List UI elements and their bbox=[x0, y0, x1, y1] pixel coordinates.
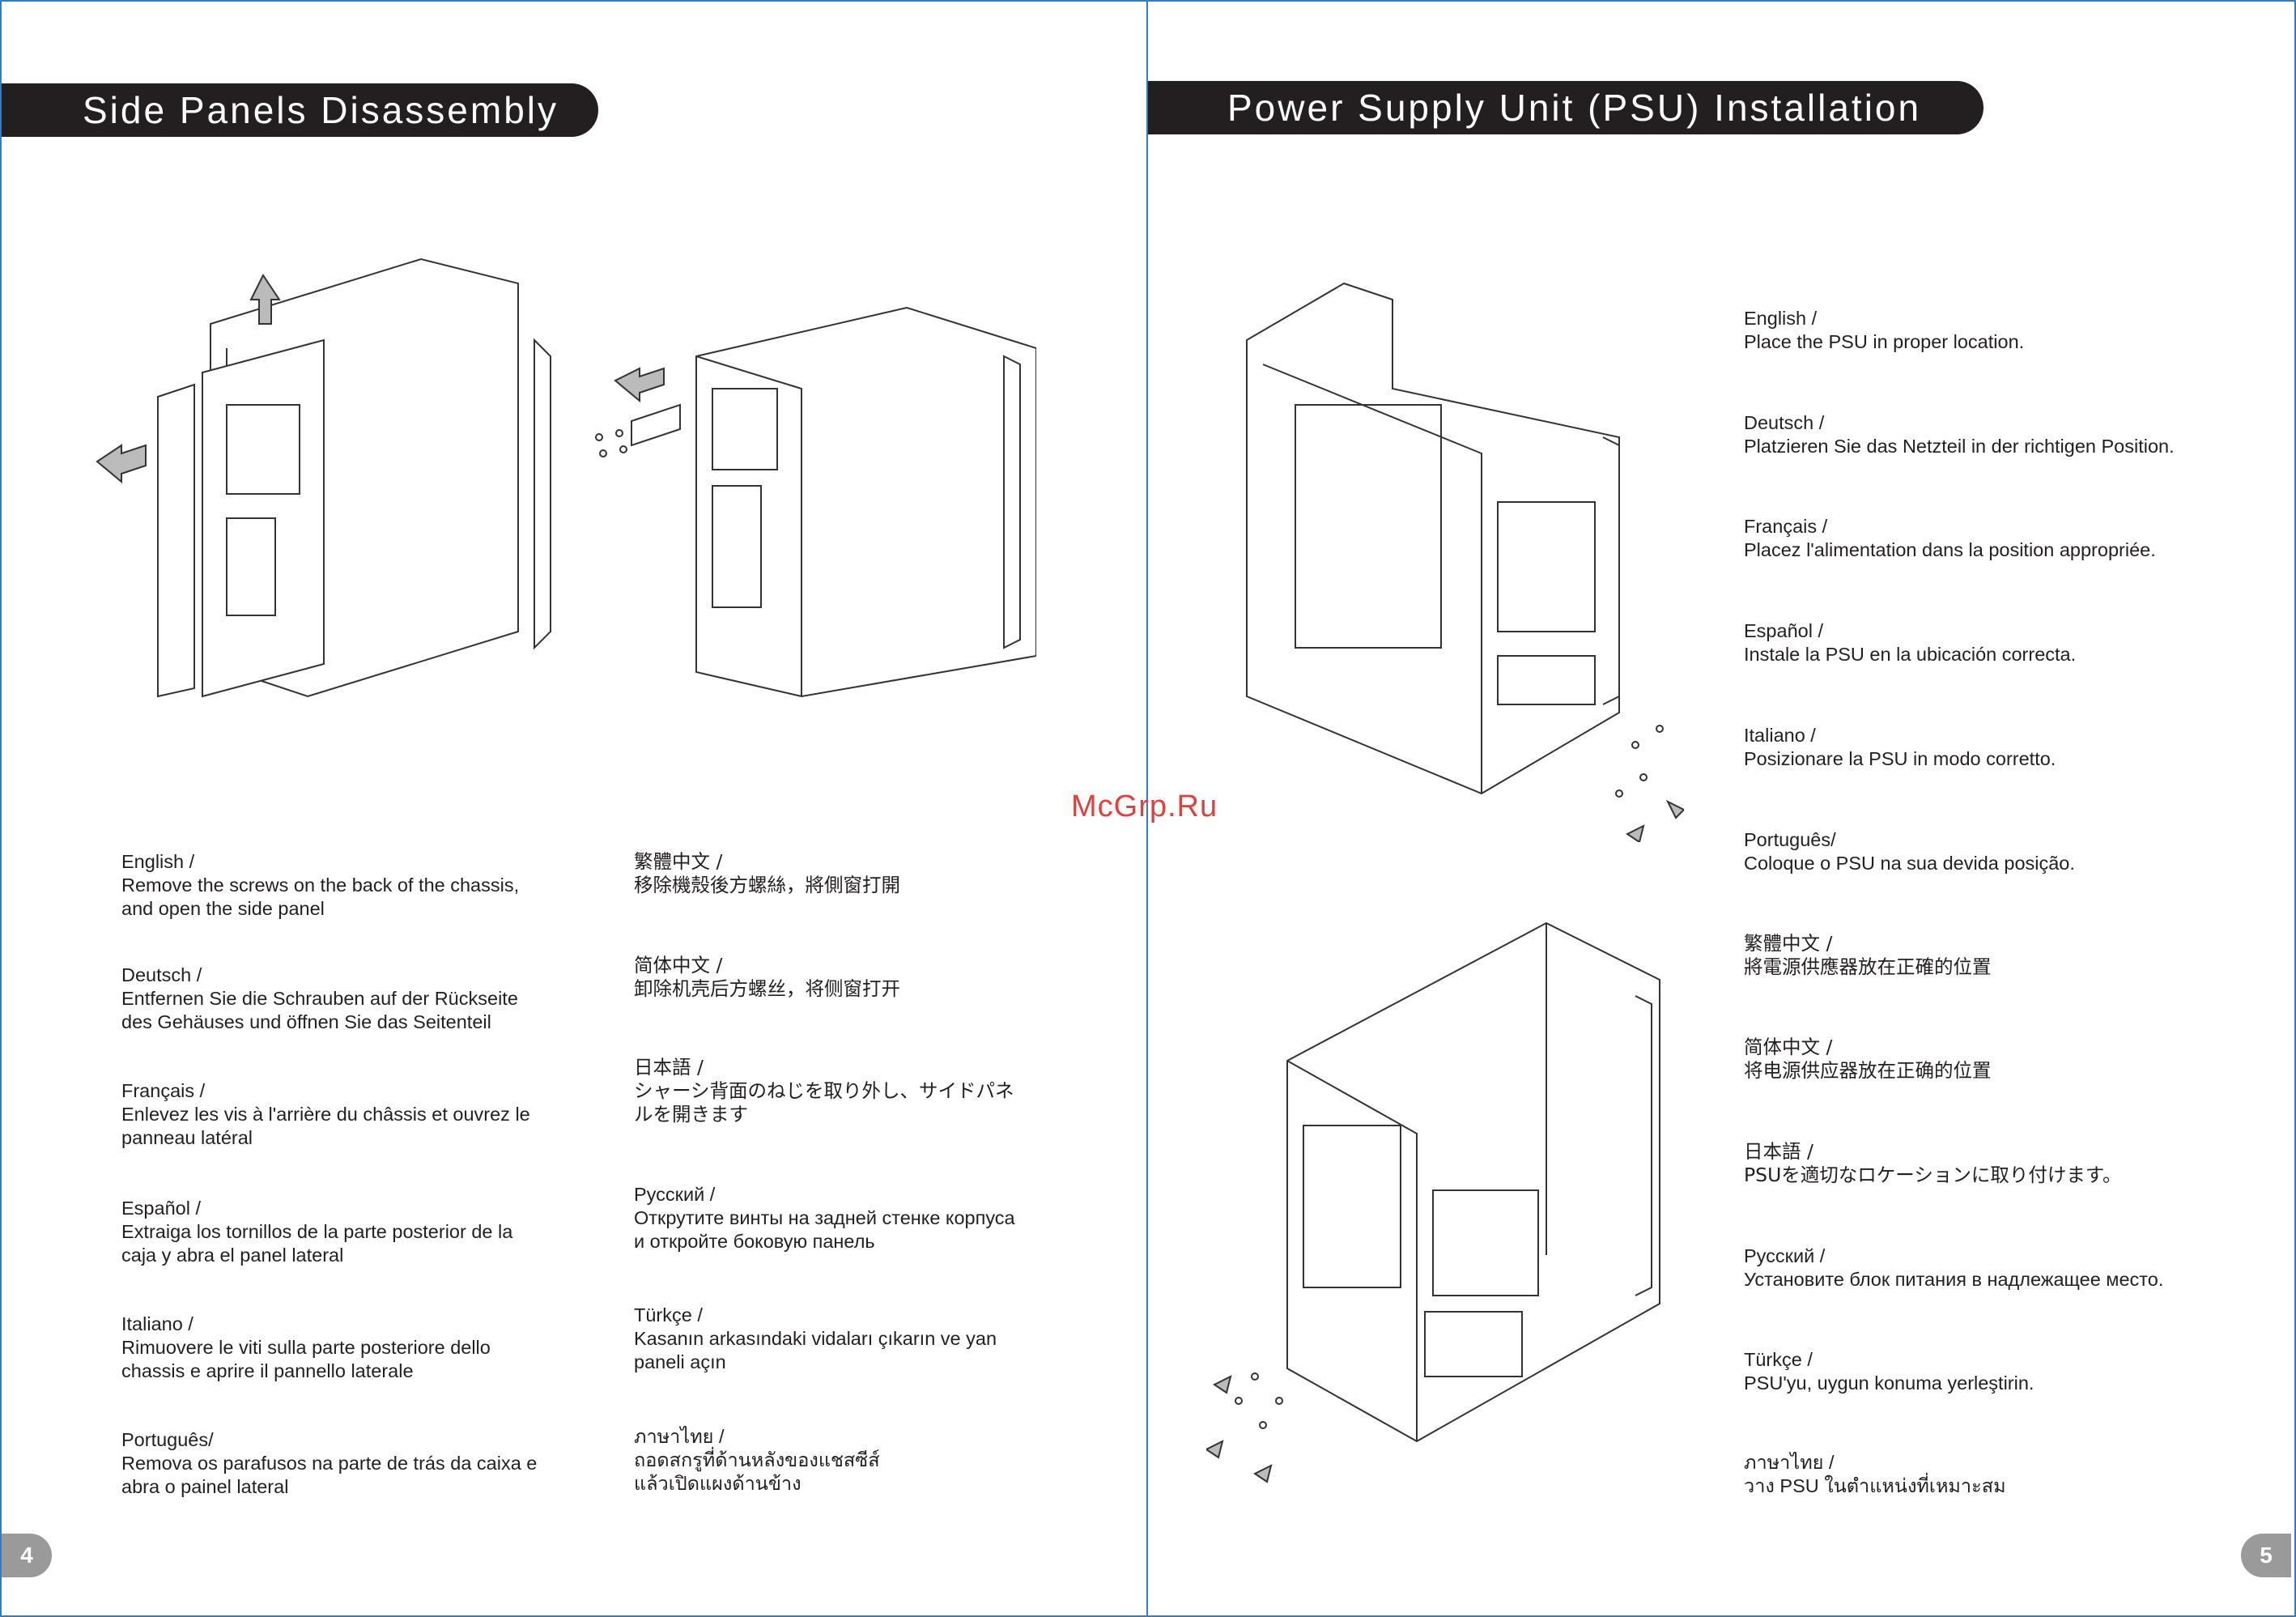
page-number-right: 5 bbox=[2241, 1534, 2291, 1577]
psu-instruction-simplified-chinese: 简体中文 /将电源供应器放在正确的位置 bbox=[1744, 1036, 1992, 1082]
psu-instruction-thai: ภาษาไทย /วาง PSU ในตำแหน่งที่เหมาะสม bbox=[1744, 1452, 2006, 1496]
right-page bbox=[1146, 0, 2296, 1617]
psu-instruction-japanese: 日本語 /PSUを適切なロケーションに取り付けます。 bbox=[1744, 1140, 2122, 1186]
instruction-english: English /Remove the screws on the back o… bbox=[121, 851, 520, 919]
psu-instruction-deutsch: Deutsch /Platzieren Sie das Netzteil in … bbox=[1744, 412, 2175, 457]
instruction-turkish: Türkçe /Kasanın arkasındaki vidaları çık… bbox=[634, 1304, 997, 1372]
psu-installation-front-illustration bbox=[1206, 921, 1660, 1483]
instruction-simplified-chinese: 简体中文 /卸除机壳后方螺丝，将侧窗打开 bbox=[634, 954, 900, 1000]
watermark: McGrp.Ru bbox=[1071, 789, 1218, 823]
psu-instruction-russian: Русский /Установите блок питания в надле… bbox=[1744, 1245, 2164, 1290]
psu-installation-rear-illustration bbox=[1246, 282, 1684, 842]
instruction-francais: Français /Enlevez les vis à l'arrière du… bbox=[121, 1080, 530, 1148]
psu-instruction-portugues: Português/Coloque o PSU na sua devida po… bbox=[1744, 829, 2075, 874]
chassis-rear-screws-illustration bbox=[595, 306, 1036, 698]
instruction-deutsch: Deutsch /Entfernen Sie die Schrauben auf… bbox=[121, 964, 518, 1032]
instruction-japanese: 日本語 /シャーシ背面のねじを取り外し、サイドパネ ルを開きます bbox=[634, 1056, 1014, 1126]
instruction-italiano: Italiano /Rimuovere le viti sulla parte … bbox=[121, 1313, 491, 1381]
chassis-side-panel-removal-illustration bbox=[96, 257, 551, 698]
instruction-traditional-chinese: 繁體中文 /移除機殼後方螺絲，將側窗打開 bbox=[634, 850, 900, 896]
psu-instruction-english: English /Place the PSU in proper locatio… bbox=[1744, 308, 2025, 352]
instruction-russian: Русский /Открутите винты на задней стенк… bbox=[634, 1184, 1015, 1252]
psu-instruction-espanol: Español /Instale la PSU en la ubicación … bbox=[1744, 620, 2077, 665]
psu-instruction-turkish: Türkçe /PSU'yu, uygun konuma yerleştirin… bbox=[1744, 1349, 2035, 1394]
page-number-left: 4 bbox=[2, 1534, 52, 1577]
instruction-portugues: Português/Remova os parafusos na parte d… bbox=[121, 1429, 538, 1497]
psu-instruction-francais: Français /Placez l'alimentation dans la … bbox=[1744, 516, 2156, 560]
instruction-espanol: Español /Extraiga los tornillos de la pa… bbox=[121, 1198, 513, 1266]
psu-instruction-italiano: Italiano /Posizionare la PSU in modo cor… bbox=[1744, 725, 2056, 769]
right-page-title: Power Supply Unit (PSU) Installation bbox=[1148, 81, 1983, 134]
left-page-title: Side Panels Disassembly bbox=[2, 83, 598, 137]
instruction-thai: ภาษาไทย /ถอดสกรูที่ด้านหลังของแชสซีส์ แล… bbox=[634, 1426, 880, 1494]
psu-instruction-traditional-chinese: 繁體中文 /將電源供應器放在正確的位置 bbox=[1744, 932, 1992, 978]
